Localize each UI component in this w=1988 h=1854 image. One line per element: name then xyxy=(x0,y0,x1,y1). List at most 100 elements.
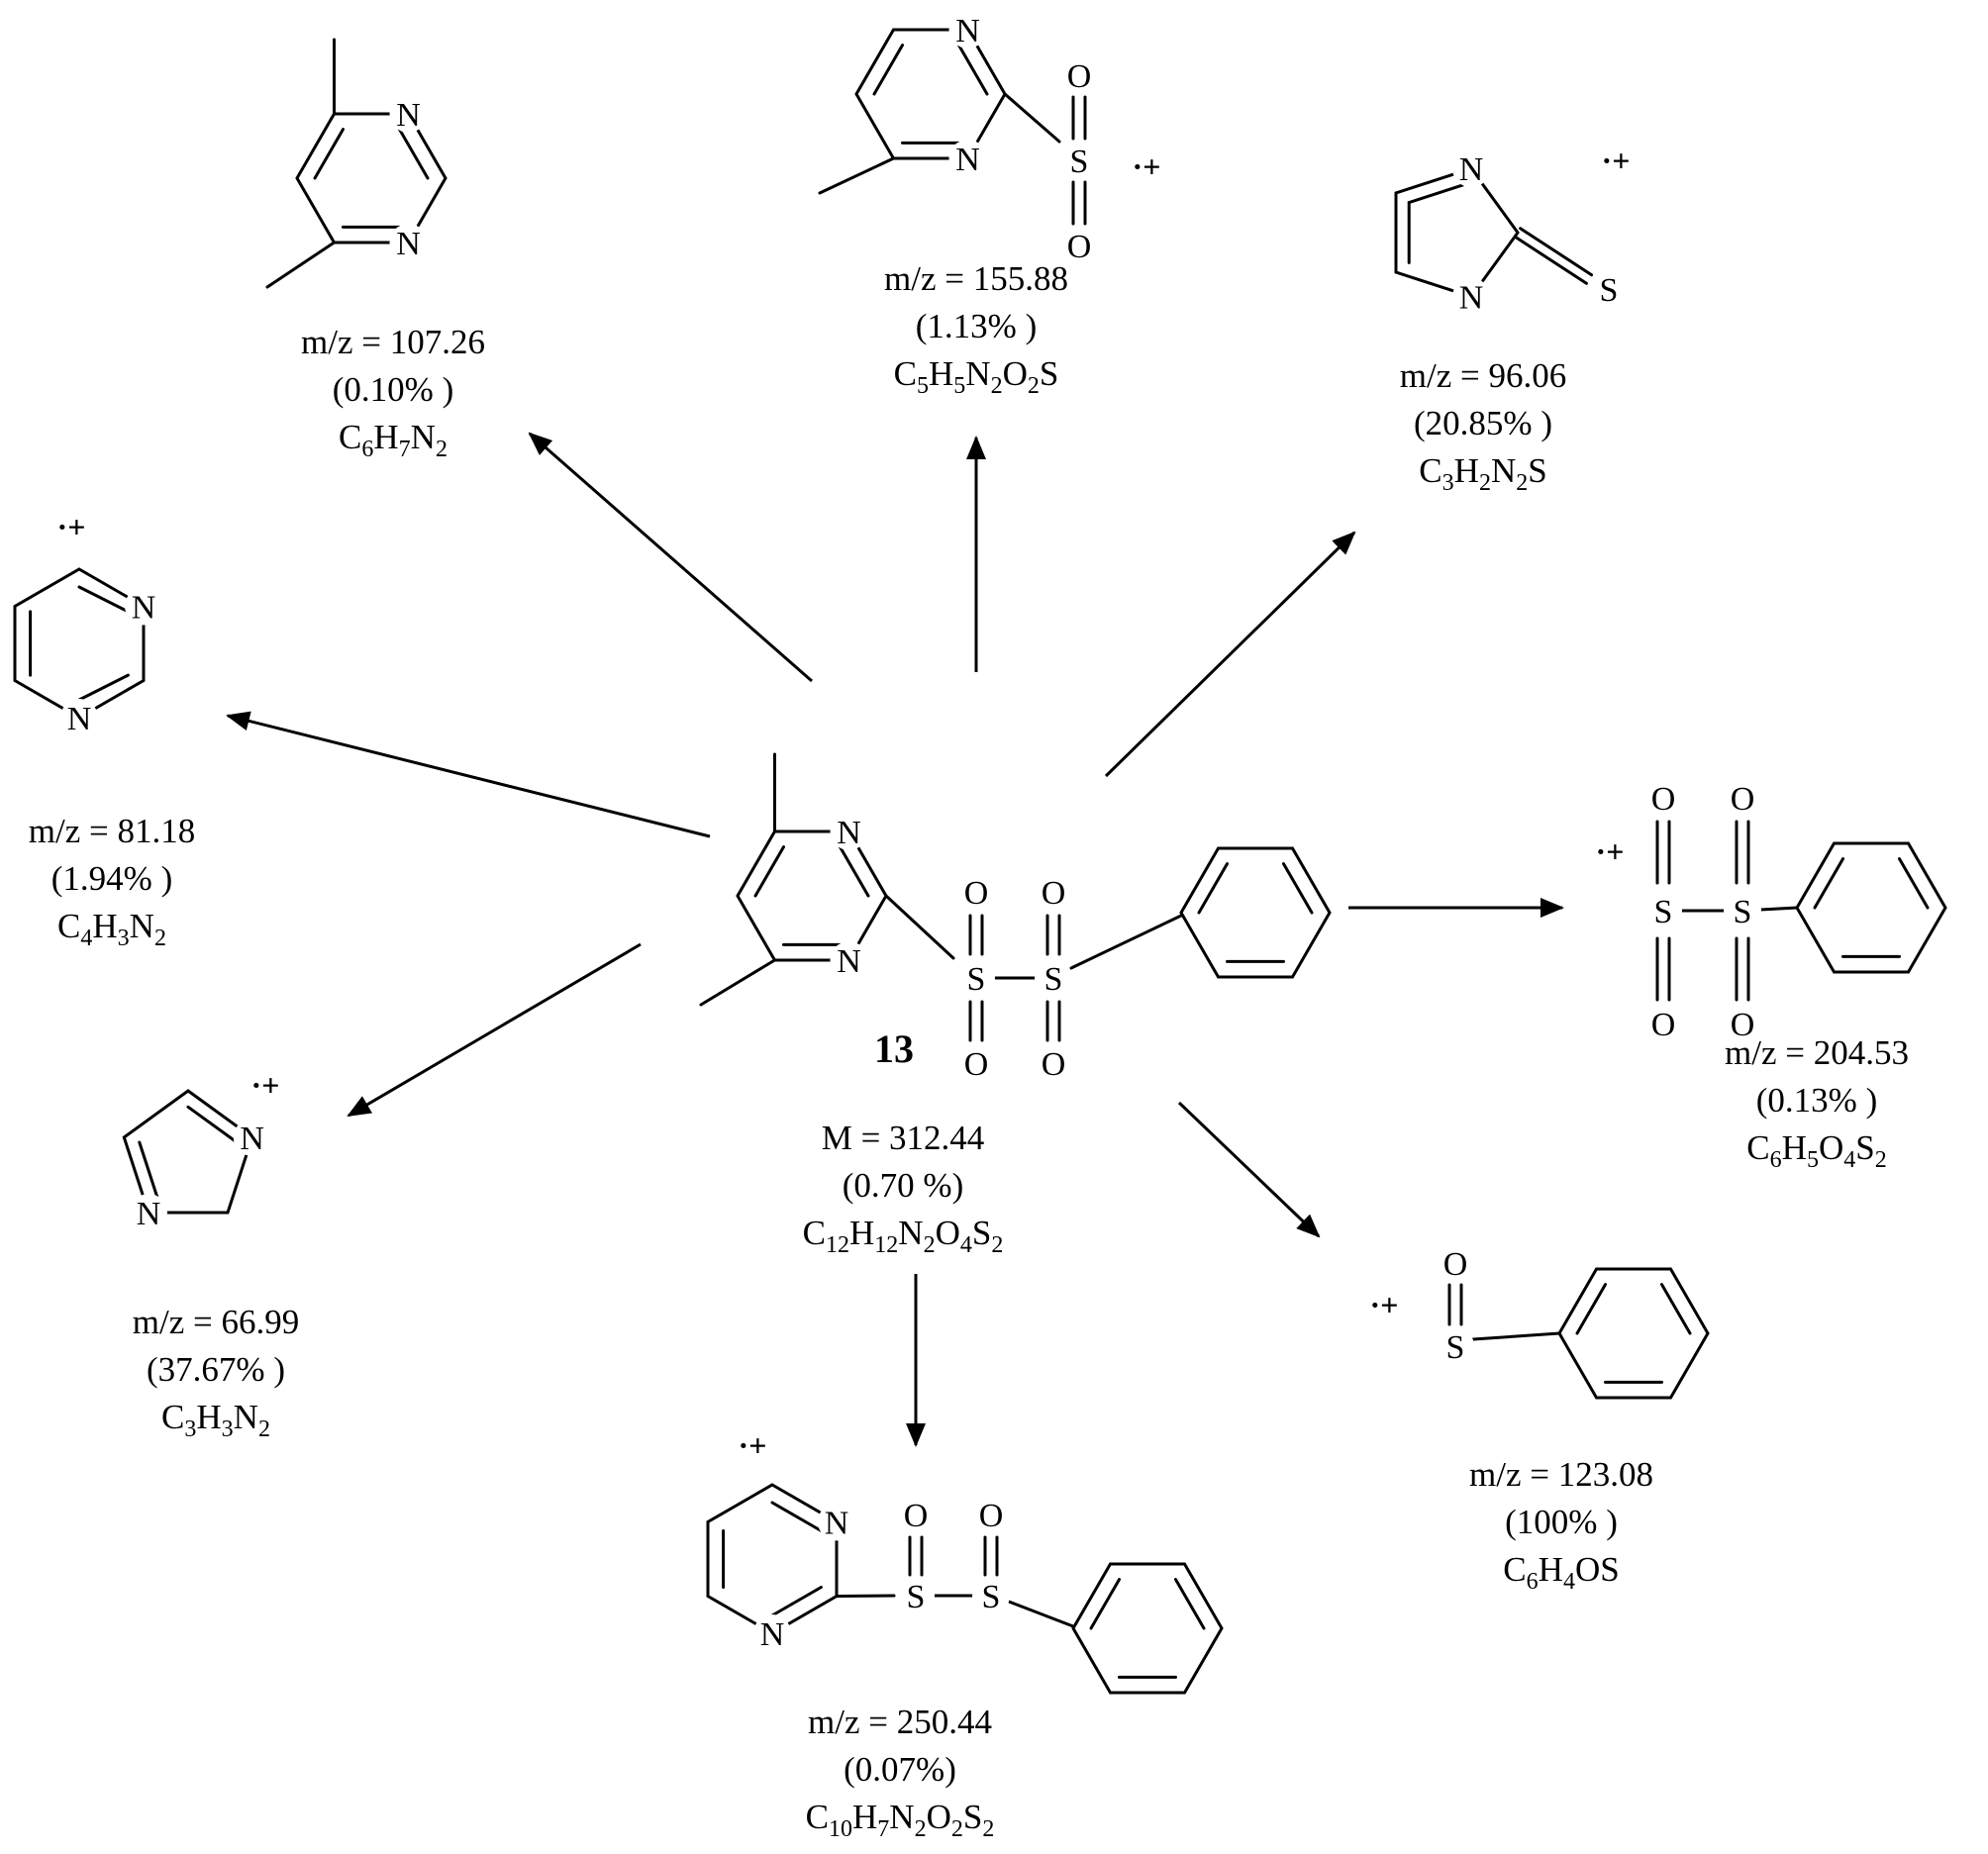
atom-label-N: N xyxy=(955,142,980,178)
atom-label-S: S xyxy=(1654,894,1673,930)
ring-bonds xyxy=(1655,820,1947,1002)
radical-cation-symbol: ·+ xyxy=(1370,1287,1399,1322)
atom-label-O: O xyxy=(1067,229,1092,265)
atom-bg xyxy=(897,1577,935,1614)
fragmentation-arrows xyxy=(226,432,1564,1447)
atom-label-S: S xyxy=(982,1579,1001,1615)
atom-label-S: S xyxy=(1070,144,1089,180)
atom-label-O: O xyxy=(1042,1046,1066,1083)
mz-value: m/z = 107.26 xyxy=(301,323,485,361)
ring-bonds xyxy=(1447,1267,1710,1400)
atom-bg xyxy=(972,1577,1010,1614)
mz-value: m/z = 96.06 xyxy=(1399,356,1567,395)
atom-bg xyxy=(818,1503,855,1541)
atom-label-O: O xyxy=(904,1498,929,1534)
abundance-percent: (0.07%) xyxy=(844,1750,956,1789)
atom-label-O: O xyxy=(964,1046,989,1083)
radical-cation-symbol: ·+ xyxy=(1602,143,1631,178)
molecular-formula: C5H5N2O2S xyxy=(893,354,1059,399)
molecular-formula: C6H7N2 xyxy=(339,418,447,462)
structure-dimethylpyrimidine: N N xyxy=(265,38,447,289)
atom-bg xyxy=(233,1119,271,1156)
atom-bg xyxy=(60,699,98,736)
atom-label-S: S xyxy=(1734,894,1752,930)
arrow-to-phenyl-sulfinyl xyxy=(1177,1101,1321,1238)
atom-label-O: O xyxy=(1067,58,1092,95)
radical-cation-symbol: ·+ xyxy=(251,1067,280,1103)
molecular-formula: C3H2N2S xyxy=(1419,451,1547,496)
ring-bonds xyxy=(706,1483,1224,1695)
radical-cation-symbol: ·+ xyxy=(1596,833,1625,869)
atom-label-O: O xyxy=(1443,1246,1468,1283)
mz-value: m/z = 66.99 xyxy=(132,1303,300,1341)
mz-value: m/z = 81.18 xyxy=(28,812,196,850)
radical-cation-symbol: ·+ xyxy=(1133,148,1161,184)
atom-label-O: O xyxy=(979,1498,1004,1534)
mz-value: m/z = 250.44 xyxy=(808,1703,992,1741)
radical-cation-symbol: ·+ xyxy=(739,1427,767,1463)
atom-label-O: O xyxy=(964,875,989,912)
molecular-formula: C10H7N2O2S2 xyxy=(805,1798,995,1842)
atom-bg xyxy=(1724,892,1761,929)
ring-bonds xyxy=(699,752,1332,1042)
atom-bg xyxy=(125,587,162,626)
caption-imidazolethione: m/z = 96.06 (20.85% ) C3H2N2S xyxy=(1400,352,1566,495)
atom-bg xyxy=(1452,277,1490,316)
atom-label-N: N xyxy=(1459,151,1484,188)
structure-imidazole: N N ·+ xyxy=(122,1067,280,1232)
caption-pyrimidinyl-disulfinyl-phenyl: m/z = 250.44 (0.07%) C10H7N2O2S2 xyxy=(806,1699,995,1841)
atom-label-N: N xyxy=(955,13,980,49)
abundance-percent: (20.85% ) xyxy=(1414,404,1552,442)
atom-label-N: N xyxy=(132,589,156,626)
atom-label-N: N xyxy=(240,1121,264,1157)
ring-bonds xyxy=(13,567,146,720)
abundance-percent: (0.70 %) xyxy=(842,1166,964,1205)
atom-label-O: O xyxy=(1651,1007,1676,1043)
abundance-percent: (100% ) xyxy=(1505,1503,1618,1541)
atom-bg xyxy=(1437,1327,1474,1365)
caption-dimethylpyrimidine: m/z = 107.26 (0.10% ) C6H7N2 xyxy=(301,319,485,461)
atom-bg xyxy=(1590,270,1628,308)
atom-bg xyxy=(1060,142,1098,179)
atom-bg xyxy=(948,140,987,177)
caption-methylpyrimidine-sulfonyl: m/z = 155.88 (1.13% ) C5H5N2O2S xyxy=(884,255,1068,398)
atom-label-O: O xyxy=(1731,1007,1755,1043)
atom-label-S: S xyxy=(1446,1329,1465,1366)
abundance-percent: (1.13% ) xyxy=(915,307,1038,345)
caption-phenyl-disulfonyl: m/z = 204.53 (0.13% ) C6H5O4S2 xyxy=(1725,1029,1909,1172)
compound-number: 13 xyxy=(874,1026,914,1071)
arrow-to-imidazolethione xyxy=(1104,531,1356,778)
ring-bonds xyxy=(1394,166,1594,299)
atom-bg xyxy=(753,1614,791,1652)
mz-value: m/z = 204.53 xyxy=(1725,1033,1909,1072)
abundance-percent: (37.67% ) xyxy=(147,1350,285,1389)
caption-phenyl-sulfinyl: m/z = 123.08 (100% ) C6H4OS xyxy=(1469,1451,1653,1594)
structure-methylpyrimidine-sulfonyl: N N S O O ·+ xyxy=(818,11,1161,265)
atom-bg xyxy=(130,1194,167,1231)
caption-pyrimidine: m/z = 81.18 (1.94% ) C4H3N2 xyxy=(29,808,195,950)
atom-label-S: S xyxy=(1600,272,1619,309)
atom-label-S: S xyxy=(967,961,986,998)
atom-bg xyxy=(830,813,868,850)
structure-pyrimidinyl-disulfinyl-phenyl: N N S S O O ·+ xyxy=(706,1427,1224,1695)
atom-label-S: S xyxy=(907,1579,926,1615)
structure-phenyl-sulfinyl: S O ·+ xyxy=(1370,1246,1710,1400)
molecular-formula: C6H5O4S2 xyxy=(1746,1128,1887,1173)
caption-central-compound: M = 312.44 (0.70 %) C12H12N2O4S2 xyxy=(803,1115,1004,1257)
molecular-formula: C4H3N2 xyxy=(57,907,166,951)
atom-bg xyxy=(1035,959,1072,997)
abundance-percent: (1.94% ) xyxy=(50,859,173,898)
molecular-formula: C3H3N2 xyxy=(161,1398,270,1442)
atom-bg xyxy=(948,11,987,49)
molecular-formula: C12H12N2O4S2 xyxy=(802,1214,1004,1258)
atom-label-N: N xyxy=(67,701,92,737)
ring-bonds xyxy=(122,1089,254,1215)
atom-label-N: N xyxy=(396,226,421,262)
atom-bg xyxy=(1452,149,1490,188)
atom-bg xyxy=(389,95,428,133)
atom-bg xyxy=(957,959,995,997)
mz-value: m/z = 155.88 xyxy=(884,259,1068,298)
atom-bg xyxy=(1644,892,1682,929)
